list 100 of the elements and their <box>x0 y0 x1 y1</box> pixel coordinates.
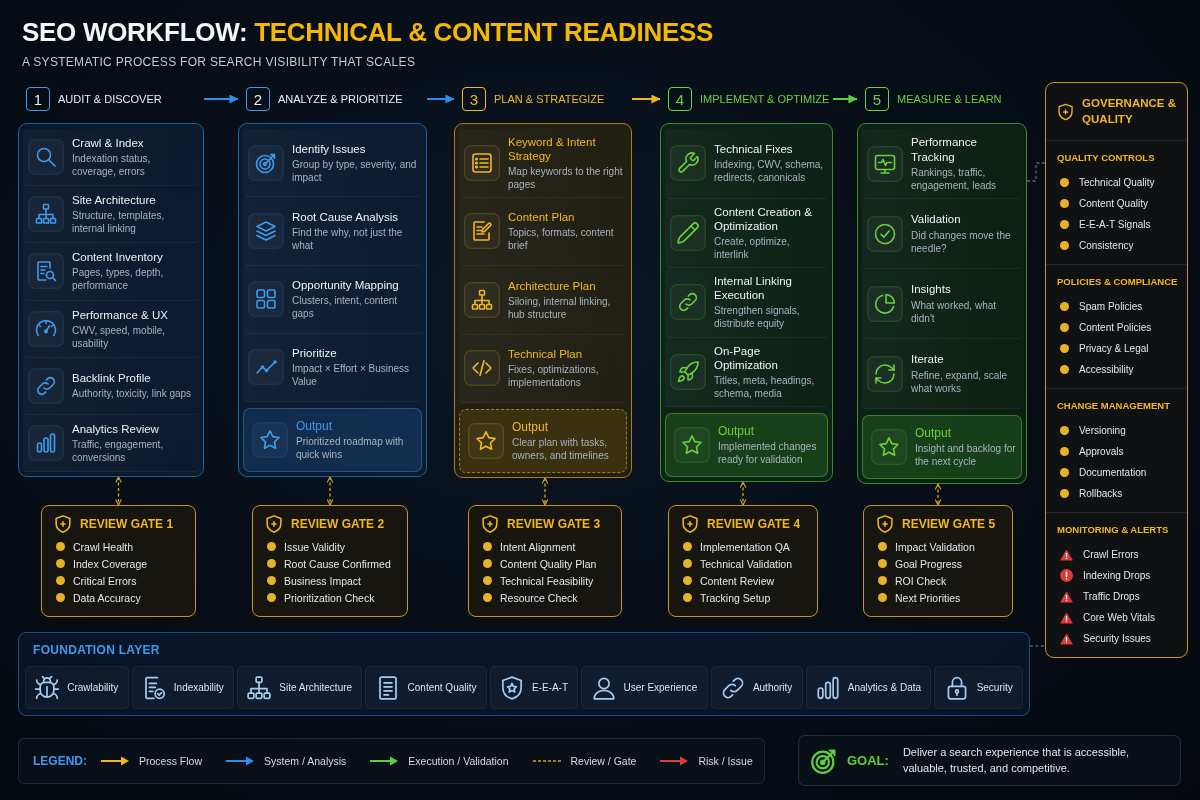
checklist-item: Content Quality Plan <box>500 557 597 570</box>
card-description: Indexing, CWV, schema, redirects, canonicals <box>714 158 825 185</box>
list-item: Versioning <box>1079 425 1126 436</box>
list-item: E-E-A-T Signals <box>1079 219 1151 230</box>
step-number: 3 <box>462 87 486 111</box>
card-title: Backlink Profile <box>72 371 152 386</box>
checklist-item: Next Priorities <box>895 591 961 604</box>
checklist-item: Index Coverage <box>73 557 148 570</box>
card-description: Clear plan with tasks, owners, and timelines <box>512 436 610 463</box>
title: SEO WORKFLOW: TECHNICAL & CONTENT READINESS <box>22 17 714 48</box>
section-heading: MONITORING & ALERTS <box>1057 523 1170 537</box>
legend-label: System / Analysis <box>264 755 347 767</box>
list-item: Spam Policies <box>1079 301 1143 312</box>
card-title: Crawl & Index <box>72 136 145 151</box>
list-item: Approvals <box>1079 446 1124 457</box>
legend-label: Review / Gate <box>570 755 637 767</box>
governance-panel <box>1045 82 1188 658</box>
arrow <box>832 94 858 104</box>
list-item: Privacy & Legal <box>1079 343 1149 354</box>
card-title: Iterate <box>911 352 945 367</box>
section-heading: CHANGE MANAGEMENT <box>1057 399 1171 413</box>
checklist-item: Tracking Setup <box>700 591 771 604</box>
arrow <box>203 94 239 104</box>
output-card <box>459 409 627 473</box>
task-card <box>459 334 627 403</box>
checklist-item: Data Accuracy <box>73 591 141 604</box>
review-gate-card <box>252 505 408 617</box>
card-title: Prioritize <box>292 346 338 361</box>
card-description: Did changes move the needle? <box>911 228 1012 255</box>
task-card <box>243 333 422 402</box>
card-description: Impact × Effort × Business Value <box>292 362 411 389</box>
arrow <box>934 483 942 506</box>
checklist-item: Impact Validation <box>895 540 975 553</box>
gate-title: REVIEW GATE 3 <box>507 517 601 531</box>
card-title: Output <box>718 423 756 439</box>
card-title: Opportunity Mapping <box>292 278 400 293</box>
task-card <box>243 265 422 334</box>
list-item: Security Issues <box>1083 633 1151 644</box>
card-title: Content Plan <box>508 210 576 225</box>
gate-title: REVIEW GATE 2 <box>291 517 385 531</box>
checklist-item: Technical Validation <box>700 557 793 570</box>
connector-line <box>1029 645 1046 647</box>
checklist-item: Intent Alignment <box>500 540 576 553</box>
checklist-item: Prioritization Check <box>284 591 375 604</box>
list-item: Technical Quality <box>1079 177 1155 188</box>
output-card <box>243 408 422 472</box>
checklist-item: Implementation QA <box>700 540 790 553</box>
arrow <box>115 476 122 506</box>
card-title: Performance Tracking <box>911 135 978 164</box>
list-item: Documentation <box>1079 467 1147 478</box>
task-card <box>459 266 627 335</box>
foundation-card <box>131 666 235 709</box>
foundation-label: Authority <box>752 682 793 693</box>
foundation-card <box>934 666 1023 709</box>
checklist-item: Technical Feasibility <box>500 574 594 587</box>
list-item: Consistency <box>1079 240 1134 251</box>
foundation-label: Crawlability <box>67 682 119 693</box>
stage-title: IMPLEMENT & OPTIMIZE <box>700 93 830 105</box>
foundation-card <box>710 666 803 709</box>
card-description: Prioritized roadmap with quick wins <box>296 435 405 462</box>
foundation-label: Indexability <box>173 682 224 693</box>
checklist-item: Root Cause Confirmed <box>284 557 391 570</box>
review-gate-card <box>468 505 622 617</box>
foundation-label: User Experience <box>623 682 698 693</box>
card-title: On-Page Optimization <box>714 343 779 372</box>
stage-panel <box>454 85 632 478</box>
stage-title: MEASURE & LEARN <box>897 93 1002 105</box>
card-title: Performance & UX <box>72 307 169 322</box>
card-title: Output <box>296 418 334 434</box>
card-description: Find the why, not just the what <box>292 225 404 252</box>
task-card <box>23 243 199 301</box>
card-title: Keyword & Intent Strategy <box>508 134 597 163</box>
card-description: Topics, formats, content brief <box>508 226 615 253</box>
task-card <box>23 357 199 415</box>
stage-title: ANALYZE & PRIORITIZE <box>278 93 403 105</box>
card-title: Technical Fixes <box>714 142 794 157</box>
card-description: Siloing, internal linking, hub structure <box>508 294 612 321</box>
gate-title: REVIEW GATE 4 <box>707 517 801 531</box>
card-description: Pages, types, depth, performance <box>72 266 165 293</box>
legend-label: Execution / Validation <box>408 755 509 767</box>
arrow <box>426 94 455 104</box>
card-title: Output <box>512 419 550 435</box>
task-card <box>23 300 199 358</box>
foundation-card <box>237 666 363 709</box>
foundation-label: Site Architecture <box>279 682 353 693</box>
card-description: Implemented changes ready for validation <box>718 440 818 467</box>
foundation-card <box>365 666 487 709</box>
task-card <box>862 339 1022 409</box>
checklist-item: Critical Errors <box>73 574 137 587</box>
task-card <box>665 268 828 338</box>
checklist-item: Content Review <box>700 574 775 587</box>
card-description: Authority, toxicity, link gaps <box>72 387 192 401</box>
gate-title: REVIEW GATE 1 <box>80 517 174 531</box>
card-description: Create, optimize, interlink <box>714 234 791 261</box>
arrow <box>326 476 334 506</box>
card-title: Content Creation & Optimization <box>714 204 813 233</box>
goal-text: Deliver a search experience that is accessible, valuable, trusted, and competitive. <box>902 744 1131 776</box>
card-description: Refine, expand, scale what works <box>911 368 1009 395</box>
task-card <box>862 199 1022 269</box>
checklist-item: ROI Check <box>895 574 947 587</box>
